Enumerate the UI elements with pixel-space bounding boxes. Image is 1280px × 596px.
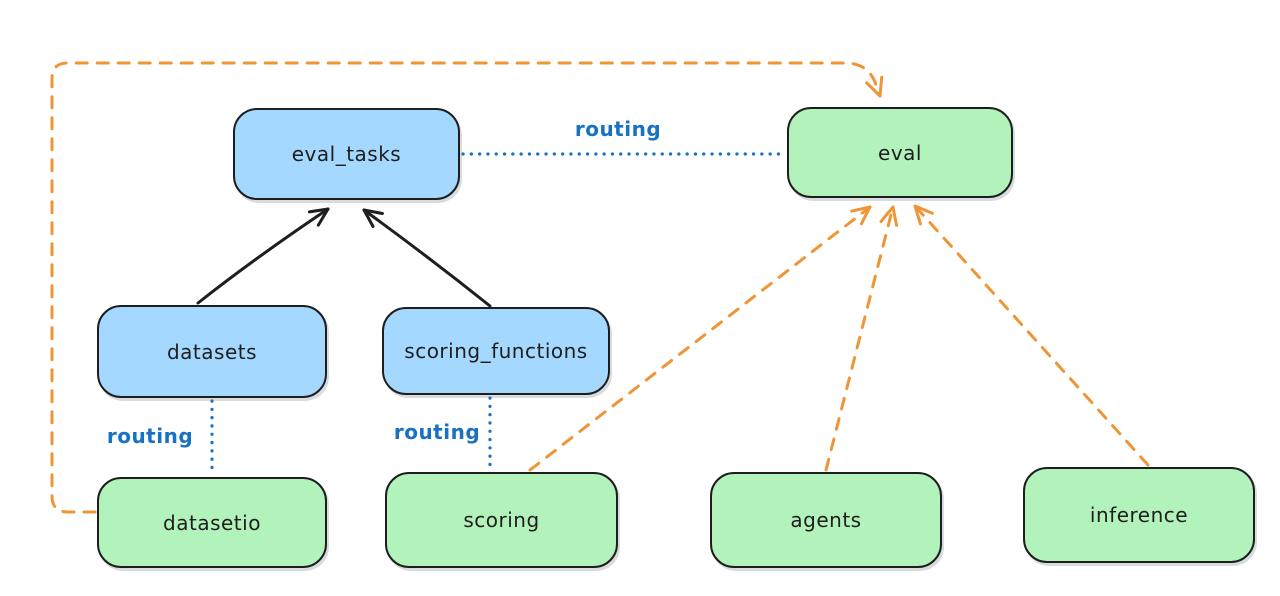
routing-label-scoring-functions-scoring: routing — [393, 420, 481, 444]
edge-datasetio-to-eval — [50, 61, 884, 514]
node-scoring-functions-label: scoring_functions — [404, 339, 588, 363]
node-datasets: datasets — [97, 305, 327, 398]
node-scoring: scoring — [385, 472, 618, 568]
node-inference-label: inference — [1089, 503, 1189, 527]
node-eval-tasks: eval_tasks — [233, 108, 460, 200]
edge-inference-to-eval — [913, 204, 1150, 467]
edge-scoring-to-eval — [528, 205, 872, 472]
node-scoring-label: scoring — [463, 508, 540, 532]
node-datasets-label: datasets — [166, 339, 258, 364]
node-datasetio-label: datasetio — [163, 510, 261, 535]
node-eval-tasks-label: eval_tasks — [291, 142, 402, 166]
edge-agents-to-eval — [824, 205, 899, 472]
node-eval: eval — [787, 107, 1013, 198]
edge-scoring-functions-to-eval-tasks — [362, 208, 492, 308]
edge-datasets-to-eval-tasks — [196, 207, 330, 305]
node-datasetio: datasetio — [97, 477, 327, 568]
node-agents-label: agents — [790, 508, 862, 532]
node-agents: agents — [710, 472, 942, 568]
node-inference: inference — [1023, 467, 1255, 563]
routing-label-datasets-datasetio: routing — [106, 424, 194, 448]
node-scoring-functions: scoring_functions — [382, 307, 610, 395]
node-eval-label: eval — [878, 140, 922, 165]
routing-label-eval-tasks-eval: routing — [574, 117, 662, 141]
